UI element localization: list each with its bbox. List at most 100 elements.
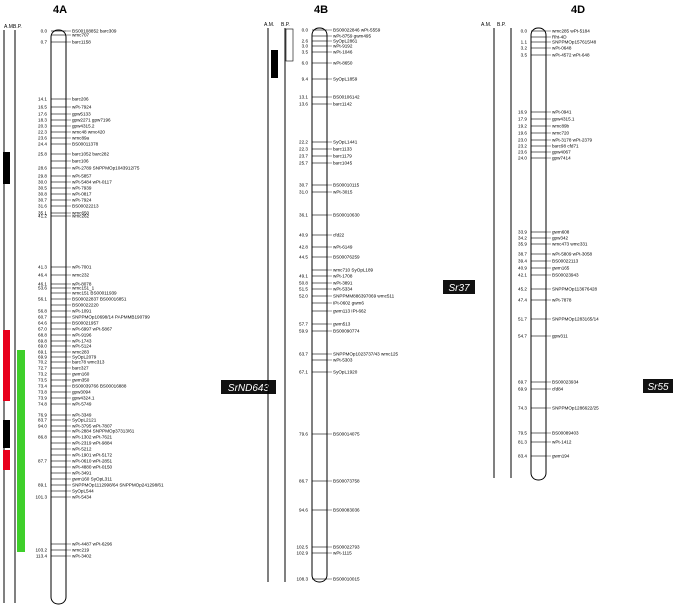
marker-label: gpw4315.1 xyxy=(552,117,575,122)
locus-position: 54.7 xyxy=(518,334,527,339)
marker-label: wPt-1743 xyxy=(72,339,92,344)
locus-position: 67.0 xyxy=(38,327,47,332)
locus-position: 76.9 xyxy=(38,413,47,418)
locus-position: 23.0 xyxy=(518,138,527,143)
marker-label: wPt-3891 xyxy=(333,281,353,286)
locus-position: 13.1 xyxy=(299,95,308,100)
marker-label: wPt-1302 wPt-7621 xyxy=(72,435,113,440)
marker-label: BS00014075 xyxy=(333,432,360,437)
locus-position: 69.8 xyxy=(38,339,47,344)
marker-label: barc106 xyxy=(72,159,89,164)
marker-label: barc1179 xyxy=(333,154,352,159)
marker-label: wPt-1412 xyxy=(552,440,572,445)
locus-position: 20.3 xyxy=(38,124,47,129)
marker-label: wmc151_1 xyxy=(72,286,95,291)
marker-label: IPt-0602 gwm6 xyxy=(333,301,364,306)
marker-label: wPt-8650 xyxy=(333,61,353,66)
marker-label: wmc151 BS00011939 xyxy=(72,291,117,296)
locus-position: 2.6 xyxy=(302,39,309,44)
locus-position: 94.6 xyxy=(299,508,308,513)
marker-label: wPt-5484 wPt-0117 xyxy=(72,180,112,185)
marker-label: wPt-0817 xyxy=(72,192,92,197)
locus-position: 16.5 xyxy=(38,105,47,110)
locus-position: 41.3 xyxy=(38,265,47,270)
locus-position: 63.7 xyxy=(299,352,308,357)
marker-label: BS00022793 xyxy=(333,545,360,550)
marker-label: wPt-1046 xyxy=(333,50,353,55)
marker-label: BS00021957 xyxy=(72,321,99,326)
marker-label: BS00022113 xyxy=(552,259,579,264)
marker-label: BS00022846 wPt-5559 xyxy=(333,28,381,33)
locus-position: 102.5 xyxy=(297,545,309,550)
marker-label: gwm113 IPt-662 xyxy=(333,309,367,314)
locus-position: 30.7 xyxy=(299,183,308,188)
marker-label: SyOpL1920 xyxy=(333,370,358,375)
locus-position: 36.1 xyxy=(299,213,308,218)
locus-position: 3.0 xyxy=(302,44,309,49)
marker-label: wPt-3402 xyxy=(72,554,92,559)
locus-position: 17.9 xyxy=(518,117,527,122)
locus-position: 41.2 xyxy=(38,214,47,219)
locus-position: 13.6 xyxy=(299,102,308,107)
header-bp: B.P. xyxy=(13,24,22,30)
marker-label: BS00073758 xyxy=(333,479,360,484)
marker-label: BS00010015 xyxy=(333,577,360,582)
locus-position: 56.8 xyxy=(38,309,47,314)
locus-position: 81.3 xyxy=(518,440,527,445)
marker-label: wmc650 xyxy=(72,211,90,216)
marker-label: wPt-5303 xyxy=(333,358,353,363)
locus-position: 40.9 xyxy=(299,233,308,238)
locus-position: 25.7 xyxy=(299,161,308,166)
marker-label: wPt-3349 xyxy=(72,413,92,418)
locus-position: 73.2 xyxy=(38,372,47,377)
locus-position: 25.8 xyxy=(38,152,47,157)
marker-label: wmc285 wPt-5184 xyxy=(552,29,590,34)
marker-label: SyOpL1859 xyxy=(333,77,358,82)
locus-position: 67.1 xyxy=(299,370,308,375)
locus-position: 46.1 xyxy=(38,282,47,287)
marker-label: SyOpL1441 xyxy=(333,140,358,145)
locus-position: 24.4 xyxy=(38,142,47,147)
marker-label: wPt-3491 xyxy=(72,471,92,476)
locus-position: 69.0 xyxy=(38,344,47,349)
marker-label: BS00083036 xyxy=(333,508,360,513)
marker-label: SyOpL544 xyxy=(72,489,94,494)
marker-label: wPt-5434 xyxy=(72,495,92,500)
marker-label: barc327 xyxy=(72,366,89,371)
locus-position: 9.4 xyxy=(302,77,309,82)
marker-label: wPt-4572 wPt-648 xyxy=(552,53,590,58)
marker-label: SNPPMOp1112998/64 SNPPMOp241298/61 xyxy=(72,483,164,488)
marker-label: wPt-0648 xyxy=(552,46,572,51)
marker-label: SNPPMM886397069 wmc511 xyxy=(333,294,395,299)
marker-label: wmc283 xyxy=(72,350,90,355)
marker-label: gpw7414 xyxy=(552,156,571,161)
locus-position: 57.7 xyxy=(299,322,308,327)
marker-label: gpw4315.2 xyxy=(72,124,95,129)
qtl-block-red xyxy=(3,450,10,470)
locus-position: 102.9 xyxy=(297,551,309,556)
gene-box xyxy=(643,379,673,393)
locus-position: 47.4 xyxy=(518,298,527,303)
marker-label: SyOpL2861 xyxy=(333,39,358,44)
marker-label: wPt-5749 xyxy=(72,402,92,407)
locus-position: 74.3 xyxy=(518,406,527,411)
locus-position: 73.5 xyxy=(38,378,47,383)
locus-position: 51.7 xyxy=(518,317,527,322)
locus-position: 40.9 xyxy=(518,266,527,271)
locus-position: 60.7 xyxy=(38,315,47,320)
locus-position: 101.3 xyxy=(36,495,48,500)
marker-label: wPt-4880 wPt-0150 xyxy=(72,465,113,470)
gene-box xyxy=(221,380,276,394)
locus-position: 0.0 xyxy=(41,29,48,34)
marker-label: gpw5133 xyxy=(72,112,91,117)
locus-position: 64.6 xyxy=(38,321,47,326)
marker-label: wPt-5212 xyxy=(72,447,92,452)
locus-position: 3.5 xyxy=(521,53,528,58)
locus-position: 1.1 xyxy=(521,40,528,45)
locus-position: 73.8 xyxy=(38,390,47,395)
marker-label: gpw3094 xyxy=(72,390,91,395)
qtl-block-black xyxy=(3,420,10,448)
